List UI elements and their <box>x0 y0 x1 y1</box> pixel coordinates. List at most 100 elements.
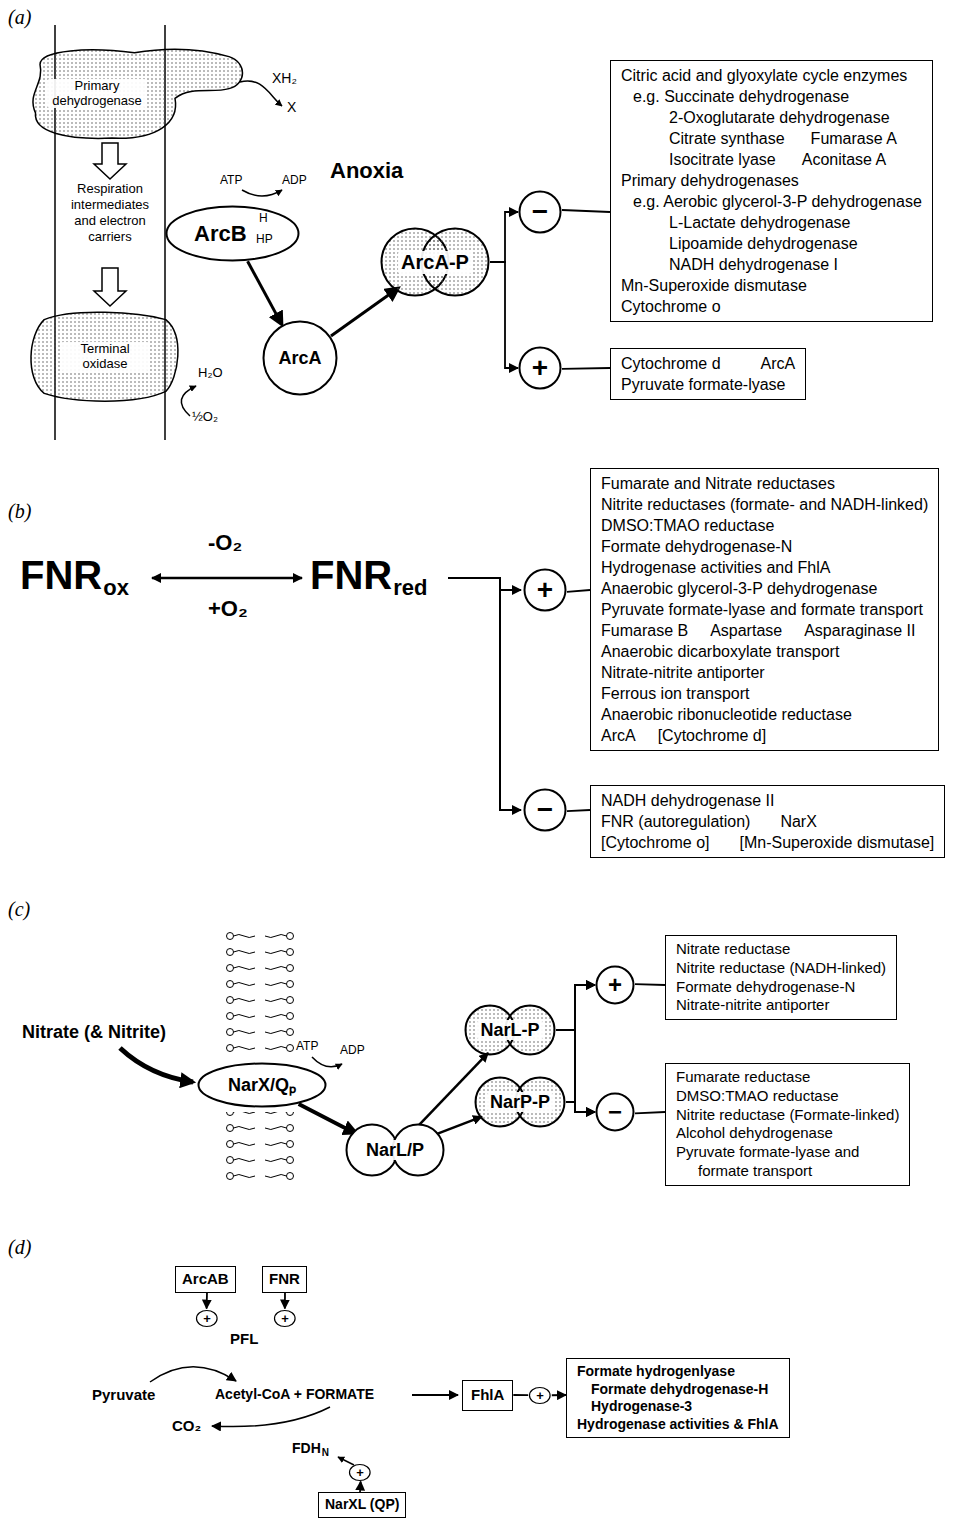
node-text: Hydrogenase activities & FhlA <box>577 1416 779 1434</box>
gene-list-box: Citric acid and glyoxylate cycle enzymes… <box>610 60 933 322</box>
blob-outline <box>33 49 243 138</box>
gene-list-box: Formate hydrogenlyaseFormate dehydrogena… <box>566 1358 790 1438</box>
node-text-group: NarL/P <box>363 1140 427 1161</box>
list-row: Mn-Superoxide dismutase <box>621 275 922 296</box>
activation-arrow <box>338 1457 354 1465</box>
condition-label: Anoxia <box>330 158 403 183</box>
list-row: Anaerobic dicarboxylate transport <box>601 641 928 662</box>
node-text-group: + <box>203 1312 211 1325</box>
node-text: Fumarate reductase <box>676 1068 810 1087</box>
membrane-lipids <box>225 1112 295 1184</box>
list-row: Nitrite reductases (formate- and NADH-li… <box>601 494 928 515</box>
node-text: Nitrate-nitrite antiporter <box>601 662 765 683</box>
node-text: DMSO:TMAO reductase <box>676 1087 839 1106</box>
list-row: Pyruvate formate-lyase <box>621 374 795 395</box>
activate-circle: + <box>595 965 635 1005</box>
list-row: Formate dehydrogenase-N <box>601 536 928 557</box>
ellipse-outline <box>530 1387 551 1403</box>
ellipse-outline <box>597 1094 634 1131</box>
list-row: ArcA[Cytochrome d] <box>601 725 928 746</box>
regulator-name: FNR <box>20 552 102 598</box>
metabolite-label: Acetyl-CoA + FORMATE <box>215 1386 374 1402</box>
node-text: NADH dehydrogenase II <box>601 790 774 811</box>
list-row: e.g. Aerobic glycerol-3-P dehydrogenase <box>621 191 922 212</box>
list-row: NADH dehydrogenase II <box>601 790 934 811</box>
list-row: FhlA <box>471 1386 504 1405</box>
node-text: Mn-Superoxide dismutase <box>621 275 807 296</box>
node-text: Asparaginase II <box>804 620 915 641</box>
node-text: [Mn-Superoxide dismutase] <box>739 832 934 853</box>
atp-arrow <box>242 190 282 196</box>
reaction-arrow <box>212 1407 330 1427</box>
repress-circle: − <box>518 190 562 234</box>
node-text-group: + <box>608 973 622 997</box>
node-text-group: ArcA-P <box>398 251 472 274</box>
node-text: ArcA-P <box>398 251 472 274</box>
list-row: Anaerobic glycerol-3-P dehydrogenase <box>601 578 928 599</box>
connector <box>513 1394 528 1396</box>
list-row: Nitrite reductase (NADH-linked) <box>676 959 886 978</box>
list-row: DMSO:TMAO reductase <box>676 1087 899 1106</box>
signal-arrow <box>120 1048 193 1082</box>
list-row: Cytochrome o <box>621 296 922 317</box>
adp-label: ADP <box>340 1044 365 1058</box>
node-text: Cytochrome o <box>621 296 721 317</box>
node-text: Primary dehydrogenase <box>47 79 147 109</box>
node-text: ArcA <box>601 725 636 746</box>
enzyme-label: PFL <box>230 1330 258 1347</box>
regulator-box: FNR <box>262 1266 307 1293</box>
node-text: 2-Oxoglutarate dehydrogenase <box>669 107 890 128</box>
list-row: FNR <box>269 1270 300 1289</box>
reaction-arrow <box>150 1367 236 1382</box>
connector <box>248 261 282 324</box>
activation-circle: + <box>273 1309 297 1328</box>
node-text: + <box>536 1389 544 1402</box>
ellipse-outline <box>525 570 566 611</box>
panel-letter: (a) <box>8 6 31 29</box>
list-row: Pyruvate formate-lyase and formate trans… <box>676 1143 899 1181</box>
ellipse-outline <box>197 1310 218 1326</box>
node-text-group: ArcAB <box>182 1270 229 1289</box>
node-text: Fumarate and Nitrate reductases <box>601 473 835 494</box>
connector <box>562 367 610 370</box>
list-row: Fumarate reductase <box>676 1068 899 1087</box>
regulator-box: NarXL (QP) <box>318 1492 406 1518</box>
regulator-dimer: NarL/P <box>345 1123 445 1177</box>
node-text-group: + <box>537 576 553 604</box>
node-text: Nitrite reductases (formate- and NADH-li… <box>601 494 928 515</box>
list-row: Isocitrate lyaseAconitase A <box>621 149 922 170</box>
node-text: Citrate synthase <box>669 128 785 149</box>
node-text: NarL-P <box>477 1020 542 1041</box>
node-text: Pyruvate formate-lyase and formate trans… <box>676 1143 872 1181</box>
node-text-group: NarL-P <box>477 1020 542 1041</box>
phospho-dimer: NarP-P <box>474 1076 566 1128</box>
node-text: Aconitase A <box>802 149 887 170</box>
connector <box>331 288 398 336</box>
node-text: + <box>356 1466 364 1479</box>
node-text-group: Cytochrome dArcAPyruvate formate-lyase <box>621 353 795 395</box>
regulator-box: ArcAB <box>175 1266 236 1293</box>
dehydrogenase-blob: Primary dehydrogenase <box>22 45 247 142</box>
panel-letter: (c) <box>8 898 30 921</box>
node-text: Nitrite reductase (NADH-linked) <box>676 959 886 978</box>
oxygen-label: ½O₂ <box>192 410 218 425</box>
node-text-group: − <box>537 796 553 824</box>
connector <box>206 1293 208 1309</box>
connector <box>552 1394 566 1396</box>
list-row: Fumarate and Nitrate reductases <box>601 473 928 494</box>
list-row: Nitrite reductase (Formate-linked) <box>676 1106 899 1125</box>
node-text-group: + <box>356 1466 364 1479</box>
list-row: Ferrous ion transport <box>601 683 928 704</box>
node-text-group: NarX/Qₚ <box>225 1075 299 1096</box>
connector <box>635 983 665 986</box>
node-text: Aspartase <box>710 620 782 641</box>
phospho-label: HP <box>256 233 273 247</box>
ellipse-outline <box>199 1064 326 1107</box>
list-row: Primary dehydrogenases <box>621 170 922 191</box>
list-row: Nitrate-nitrite antiporter <box>601 662 928 683</box>
node-text-group: Fumarate reductaseDMSO:TMAO reductaseNit… <box>676 1068 899 1181</box>
list-row: Hydrogenase activities & FhlA <box>577 1416 779 1434</box>
reaction-arrow <box>412 1394 458 1396</box>
node-text: DMSO:TMAO reductase <box>601 515 774 536</box>
